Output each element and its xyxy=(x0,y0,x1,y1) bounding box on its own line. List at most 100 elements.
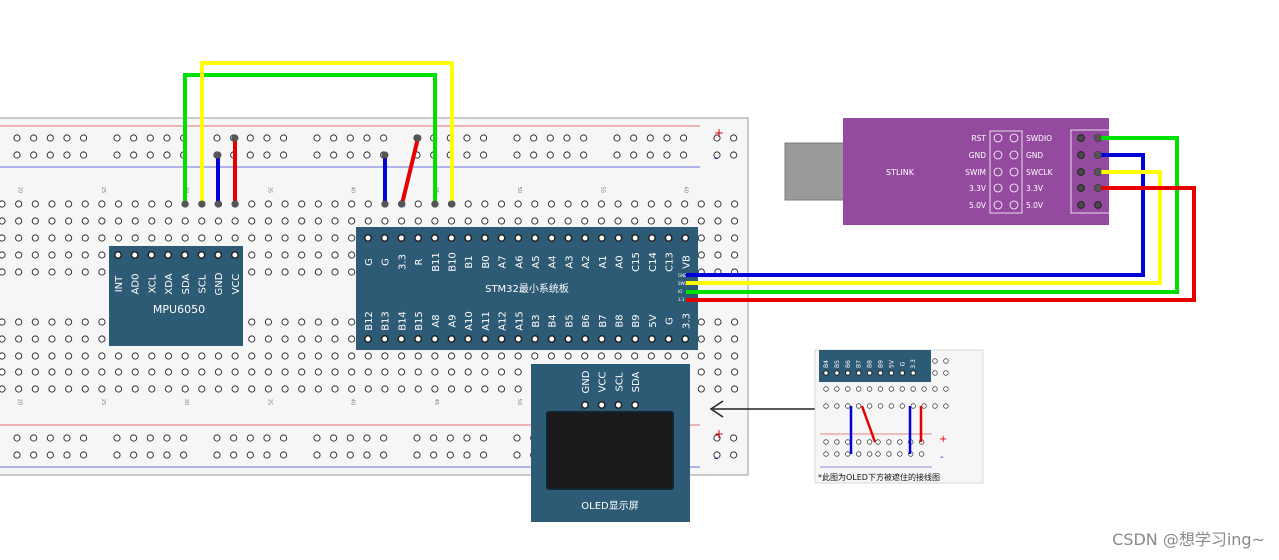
inset-hole xyxy=(921,403,927,409)
bb-hole xyxy=(48,368,56,376)
inset-hole xyxy=(932,386,938,392)
bb-hole xyxy=(381,385,389,393)
stm32-top-pin-hole xyxy=(414,234,423,242)
stm32-top-pin-label: C14 xyxy=(648,252,659,272)
bb-hole xyxy=(314,385,322,393)
bb-hole xyxy=(0,368,6,376)
bb-hole xyxy=(513,151,521,159)
inset-hole xyxy=(899,403,905,409)
mpu6050-pin-label: SCL xyxy=(198,274,209,293)
stlink-header-pin xyxy=(1094,201,1102,209)
bb-hole xyxy=(264,234,272,242)
inset-rail-hole xyxy=(866,439,873,445)
bb-hole xyxy=(280,134,288,142)
bb-hole xyxy=(48,335,56,343)
bb-hole xyxy=(65,368,73,376)
inset-hole xyxy=(943,370,949,376)
bb-hole xyxy=(530,134,538,142)
inset-rail-hole xyxy=(875,439,881,445)
bb-hole xyxy=(463,434,471,442)
bb-hole xyxy=(114,217,123,225)
stm32-bottom-pin-hole xyxy=(681,335,690,343)
bb-hole xyxy=(298,234,306,242)
stm32-bottom-pin-hole xyxy=(380,335,389,343)
bb-hole xyxy=(614,200,622,208)
stm32-bottom-pin-hole xyxy=(430,335,439,343)
bb-hole xyxy=(731,200,739,208)
bb-hole xyxy=(46,451,54,459)
stlink-usb-plug xyxy=(784,142,846,201)
bb-hole xyxy=(314,318,322,326)
bb-hole xyxy=(198,385,206,393)
bb-hole xyxy=(730,134,738,142)
bb-hole xyxy=(113,451,121,459)
stm32-bottom-pin-hole xyxy=(397,335,406,343)
bb-column-number: 55 xyxy=(599,187,605,193)
bb-hole xyxy=(65,385,73,393)
bb-hole xyxy=(131,200,139,208)
bb-hole xyxy=(464,217,472,225)
wire-end-dots xyxy=(181,134,456,208)
stm32-bottom-pin-hole xyxy=(597,335,606,343)
bb-hole xyxy=(697,234,705,242)
stlink-print-hole xyxy=(1009,200,1019,210)
bb-hole xyxy=(264,251,272,259)
inset-hole xyxy=(921,386,927,392)
inset-rail-hole xyxy=(845,439,851,445)
bb-hole xyxy=(65,335,73,343)
inset-hole xyxy=(866,403,873,409)
bb-hole xyxy=(130,134,138,142)
bb-hole xyxy=(248,352,256,360)
stm32-bottom-pin-hole xyxy=(647,335,656,343)
bb-hole xyxy=(63,434,71,442)
bb-hole xyxy=(131,217,139,225)
bb-hole xyxy=(146,451,154,459)
bb-hole xyxy=(231,385,239,393)
stm32-swd-header: GND SWC IO 3.3 xyxy=(678,273,687,302)
stm32-top-pin-label: A2 xyxy=(581,255,592,268)
bb-hole xyxy=(613,151,621,159)
inset-hole xyxy=(856,386,862,392)
bb-hole xyxy=(146,151,154,159)
inset-hole xyxy=(888,403,895,409)
bb-hole xyxy=(630,151,638,159)
inset-hole xyxy=(823,386,829,392)
bb-hole xyxy=(480,434,488,442)
bb-hole xyxy=(348,385,356,393)
bb-hole xyxy=(331,368,339,376)
bb-hole xyxy=(331,335,339,343)
bb-hole xyxy=(248,234,256,242)
bb-hole xyxy=(481,352,489,360)
bb-hole xyxy=(348,217,356,225)
bb-hole xyxy=(497,200,506,208)
wire-swd-io-green xyxy=(686,136,1179,294)
bb-hole xyxy=(364,368,372,376)
mpu6050-pin-label: AD0 xyxy=(131,274,142,295)
stm32-top-pin-hole xyxy=(480,234,489,242)
inset-hole xyxy=(888,386,895,392)
bb-hole xyxy=(314,335,322,343)
mpu6050-pin-hole xyxy=(130,251,139,259)
bb-hole xyxy=(348,200,356,208)
bb-column-number: 30 xyxy=(183,399,189,405)
bb-hole xyxy=(680,151,688,159)
stm32-top-pin-hole xyxy=(681,234,690,242)
bb-hole xyxy=(330,451,338,459)
inset-hole xyxy=(845,403,851,409)
bb-hole xyxy=(414,368,422,376)
stm32-bottom-pin-hole xyxy=(364,335,372,343)
stm32-top-pin-hole xyxy=(497,234,506,242)
bb-hole xyxy=(431,385,439,393)
bb-hole xyxy=(614,217,622,225)
stm32-bottom-pin-label: G xyxy=(665,317,676,325)
bb-hole xyxy=(363,434,371,442)
bb-hole xyxy=(48,200,56,208)
bb-hole xyxy=(713,134,721,142)
bb-column-number: 20 xyxy=(17,399,23,405)
bb-hole xyxy=(13,134,21,142)
bb-hole xyxy=(113,434,121,442)
mpu6050-pin-hole xyxy=(197,251,206,259)
